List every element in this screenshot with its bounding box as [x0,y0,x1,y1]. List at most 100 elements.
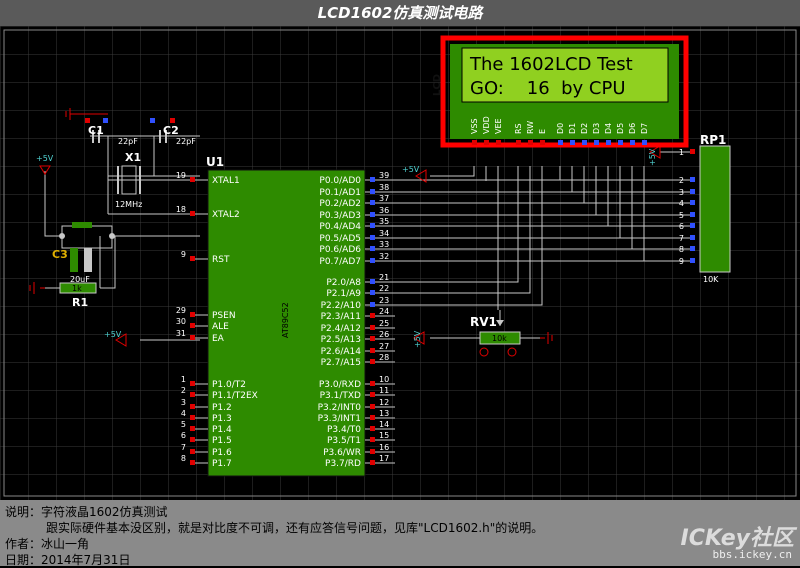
lcd-pin-label: VEE [494,118,503,134]
crystal-x1[interactable] [117,165,141,195]
lcd-ref-label: LCD [432,74,443,96]
u1-pin-number: 9 [181,250,186,259]
u1-pin-name: P2.3/A11 [321,312,361,322]
lcd-pin-label: D0 [556,123,565,134]
u1-pin-number: 26 [379,330,389,339]
u1-left-pins: 19XTAL118XTAL29RST29PSEN30ALE31EA1P1.0/T… [176,171,258,469]
lcd-pin-marker [594,140,599,145]
resistor-r1[interactable] [59,282,97,294]
c1-value: 22pF [118,137,138,146]
u1-pin-marker [190,460,195,465]
u1-pin-number: 33 [379,240,389,249]
window-title: LCD1602仿真测试电路 [0,0,800,26]
sheet-border [3,29,797,497]
u1-pin-name: P1.0/T2 [212,380,246,390]
u1-pin-name: P0.1/AD1 [319,188,361,198]
u1-pin-name: P3.2/INT0 [318,403,362,413]
potentiometer-rv1[interactable] [479,320,521,357]
u1-pin-marker [370,336,375,341]
u1-pin-number: 16 [379,443,389,452]
u1-pin-number: 11 [379,386,389,395]
u1-pin-marker [190,426,195,431]
watermark-logo: ICKey社区 [680,526,794,551]
u1-pin-marker [190,381,195,386]
u1-pin-name: P1.5 [212,436,232,446]
mcu-u1-body[interactable] [207,169,366,477]
rp1-label: RP1 [700,133,726,147]
vcc-label-1: +5V [36,154,54,163]
u1-part-number: AT89C52 [281,302,290,338]
u1-pin-number: 25 [379,319,389,328]
lcd-line-2: GO: 16 by CPU [470,78,626,99]
u1-pin-name: EA [212,334,225,344]
r1-value: 1k [72,284,82,293]
c3-label: C3 [52,248,68,261]
c2-value: 22pF [176,137,196,146]
u1-pin-name: P3.1/TXD [320,391,361,401]
capacitor-c3[interactable] [70,248,92,272]
u1-pin-marker [370,212,375,217]
u1-pin-marker [370,426,375,431]
u1-pin-name: P0.2/AD2 [319,199,361,209]
u1-pin-number: 32 [379,252,389,261]
info-description: 说明：字符液晶1602仿真测试 [5,505,168,519]
rp1-pin-number: 1 [679,148,684,157]
wires [44,135,690,341]
rp1-pin-marker [690,189,695,194]
u1-pin-marker [370,437,375,442]
watermark-url: bbs.ickey.cn [712,548,792,561]
u1-pin-name: P2.4/A12 [321,324,361,334]
x1-value: 12MHz [115,200,142,209]
u1-pin-marker [370,177,375,182]
rp1-pin-number: 2 [679,176,684,185]
u1-pin-number: 22 [379,284,389,293]
u1-pin-number: 34 [379,229,389,238]
u1-pin-marker [370,404,375,409]
vcc-label-5: +5V [648,148,657,166]
rp1-pin-number: 7 [679,234,684,243]
u1-pin-marker [190,392,195,397]
u1-pin-marker [370,313,375,318]
u1-label: U1 [206,155,224,169]
info-date: 日期：2014年7月31日 [5,553,131,567]
lcd-pin-label: D5 [616,123,625,134]
schematic-svg: C1 22pF C2 22pF X1 12MHz +5V +5V +5V +5V… [0,26,800,500]
u1-pin-marker [370,258,375,263]
u1-pin-name: P2.7/A15 [321,358,361,368]
info-panel: 说明：字符液晶1602仿真测试 跟实际硬件基本没区别，就是对比度不可调，还有应答… [0,500,800,567]
lcd-pin-marker [484,140,489,145]
u1-pin-name: P3.0/RXD [319,380,361,390]
rv1-label: RV1 [470,315,497,329]
u1-pin-number: 3 [181,398,186,407]
capacitor-c1[interactable] [85,118,114,143]
lcd-pin-marker [528,140,533,145]
u1-pin-number: 35 [379,217,389,226]
u1-pin-name: P3.6/WR [323,448,361,458]
u1-pin-number: 7 [181,443,186,452]
c3-value: 20uF [70,275,90,284]
rp1-pin-marker [690,258,695,263]
u1-pin-marker [370,381,375,386]
u1-pin-marker [190,177,195,182]
c1-label: C1 [88,124,104,137]
schematic-canvas[interactable]: C1 22pF C2 22pF X1 12MHz +5V +5V +5V +5V… [0,26,800,500]
u1-pin-number: 36 [379,206,389,215]
u1-pin-marker [370,392,375,397]
rp1-pin-marker [690,223,695,228]
u1-pin-number: 21 [379,273,389,282]
u1-pin-number: 27 [379,342,389,351]
lcd-pin-marker [558,140,563,145]
u1-pin-name: P3.5/T1 [327,436,361,446]
u1-pin-name: P0.6/AD6 [319,245,361,255]
u1-pin-marker [190,256,195,261]
u1-pin-name: P0.3/AD3 [319,211,361,221]
lcd-line-1: The 1602LCD Test [469,54,633,75]
resistor-pack-rp1[interactable] [699,145,731,273]
u1-pin-name: P1.2 [212,403,232,413]
lcd-pin-marker [618,140,623,145]
capacitor-c2[interactable] [150,118,176,143]
u1-pin-number: 39 [379,171,389,180]
lcd-pin-label: D3 [592,123,601,134]
u1-pin-number: 6 [181,431,186,440]
